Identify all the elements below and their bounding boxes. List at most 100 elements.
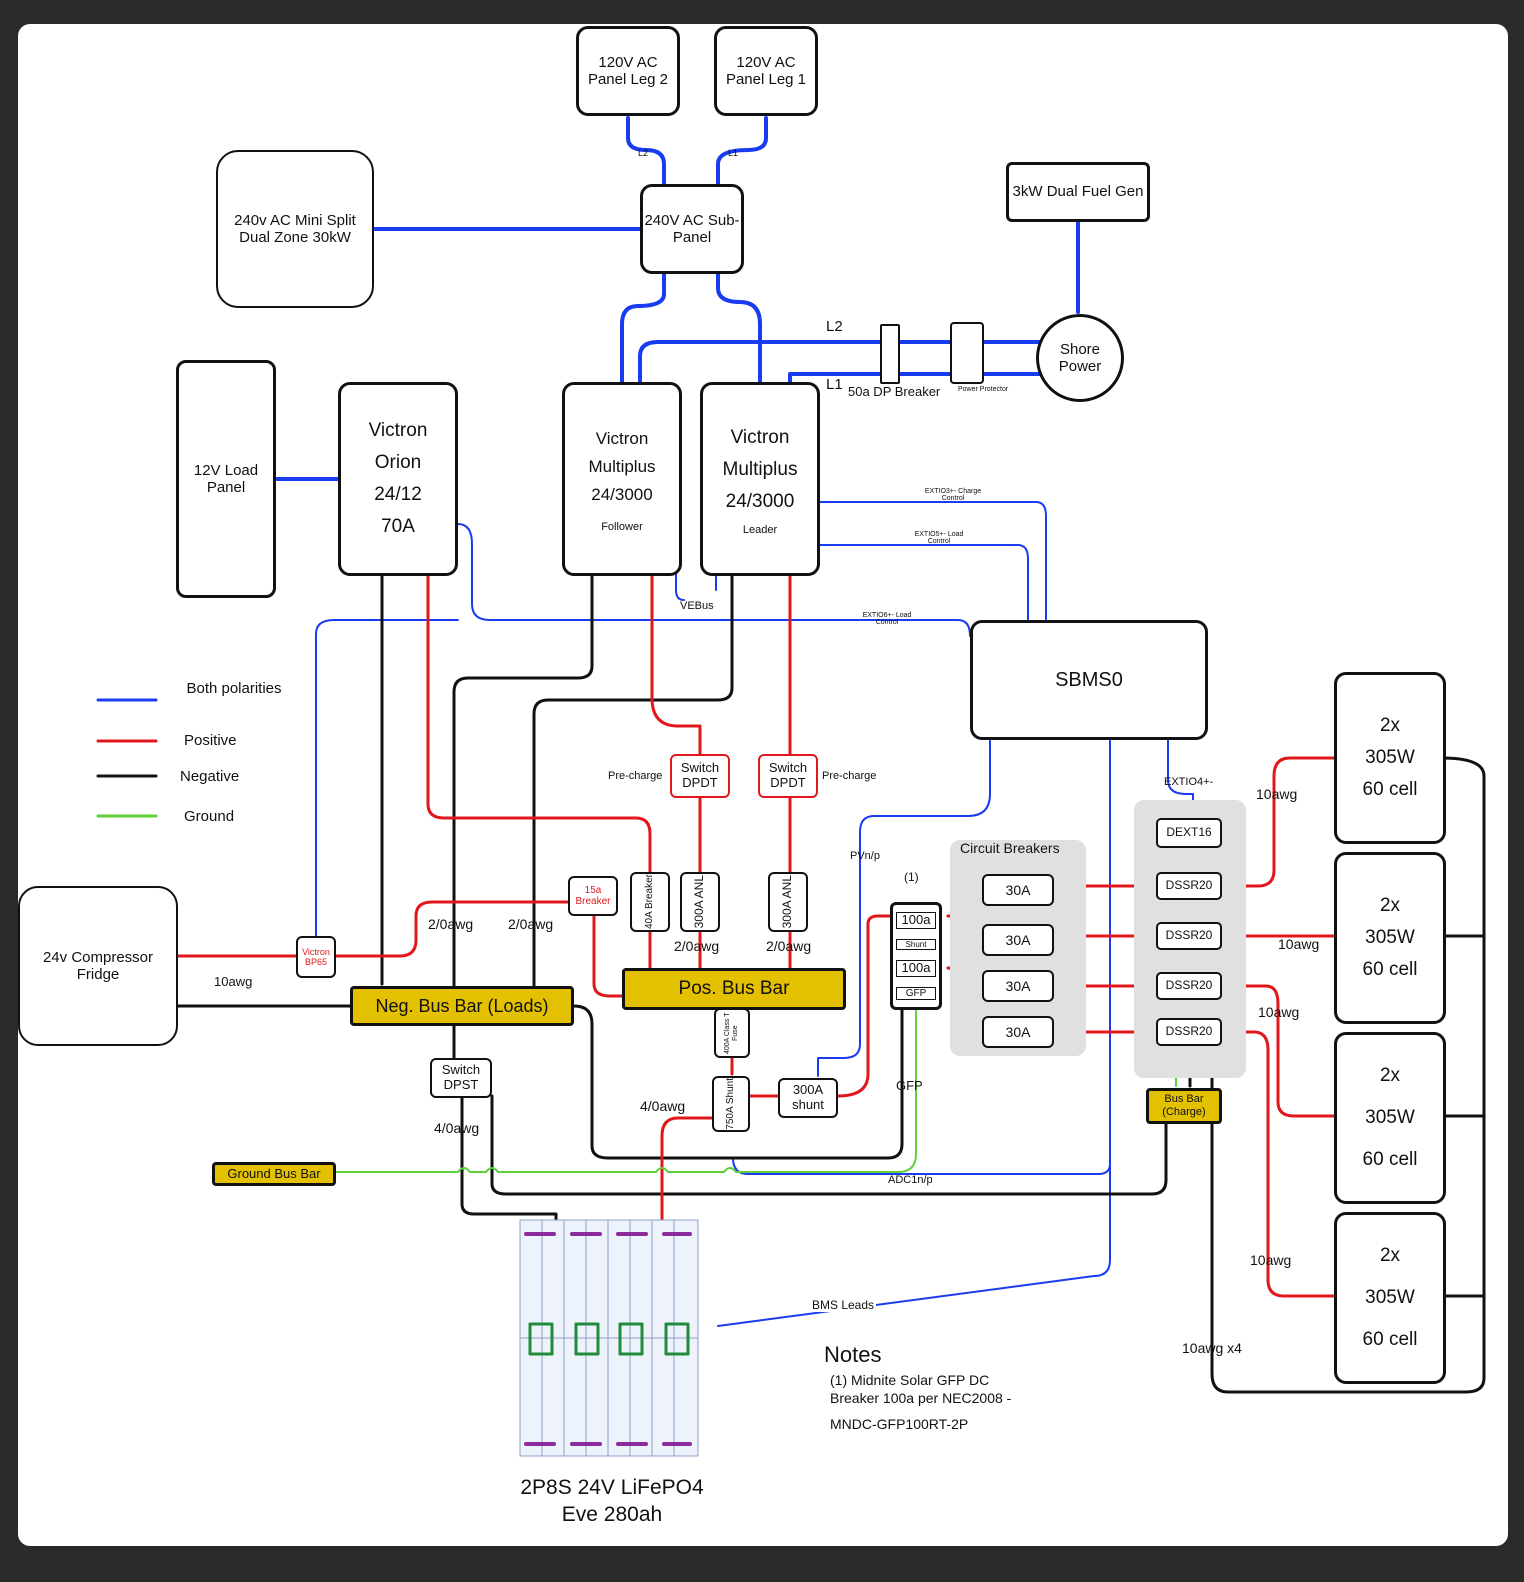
wire-label-10awg-s4: 10awg	[1250, 1252, 1292, 1268]
panel-leg2-box: 120V AC Panel Leg 2	[576, 26, 680, 116]
wire-dpst-charge	[490, 1094, 1168, 1196]
wire-label-l2: L2	[826, 318, 843, 335]
wire-label-extio6: EXTIO6+- Load Control	[862, 612, 912, 626]
wire-bms-leads	[717, 1163, 1111, 1327]
wire-leader-neg	[532, 572, 734, 988]
cb-30a-2: 30A	[982, 924, 1054, 956]
wire-layer	[96, 116, 1486, 1457]
load-panel-12v-box: 12V Load Panel	[176, 360, 276, 598]
battery-title: 2P8S 24V LiFePO4 Eve 280ah	[498, 1474, 726, 1529]
wire-follower-pos	[650, 572, 702, 756]
solar-3-line-1: 2x	[1379, 1065, 1401, 1087]
panel-leg1-box: 120V AC Panel Leg 1	[714, 26, 818, 116]
follower-line-3: 24/3000	[591, 484, 653, 504]
wire-label-pvnp: PVn/p	[850, 850, 880, 862]
generator-box: 3kW Dual Fuel Gen	[1006, 162, 1150, 222]
battery-pack-graphic	[519, 1219, 699, 1457]
wire-label-10awg-x4: 10awg x4	[1182, 1340, 1242, 1356]
dssr20-3: DSSR20	[1156, 972, 1222, 1000]
wiring-diagram: Both polarities Positive Negative Ground…	[18, 24, 1508, 1546]
gfp-100a-1: 100a	[896, 911, 936, 929]
leader-line-3: 24/3000	[725, 490, 795, 512]
wire-vebus-a	[675, 573, 685, 601]
notes-line-2: Breaker 100a per NEC2008 -	[830, 1390, 1012, 1406]
wire-l2	[638, 340, 1042, 384]
orion-line-2: Orion	[374, 452, 422, 474]
orion-line-1: Victron	[368, 420, 428, 442]
mini-split-box: 240v AC Mini Split Dual Zone 30kW	[216, 150, 374, 308]
notes-line-1: (1) Midnite Solar GFP DC	[830, 1372, 990, 1388]
anl-300a-1-label: 300A ANL	[692, 875, 707, 929]
wire-bp65-remote	[315, 619, 459, 937]
switch-dpdt-2-box: Switch DPDT	[758, 754, 818, 798]
wire-solar-neg-return	[1210, 756, 1486, 1394]
breaker-40a-label: 40A Breaker	[644, 874, 656, 930]
orion-box: Victron Orion 24/12 70A	[338, 382, 458, 576]
multiplus-follower-box: Victron Multiplus 24/3000 Follower	[562, 382, 682, 576]
wire-label-adc: ADC1n/p	[888, 1174, 933, 1186]
wire-dssr1-solar	[1220, 756, 1336, 888]
breaker-40a-box: 40A Breaker	[630, 872, 670, 932]
dp-breaker-label: 50a DP Breaker	[848, 384, 941, 399]
fridge-box: 24v Compressor Fridge	[18, 886, 178, 1046]
cb-30a-4: 30A	[982, 1016, 1054, 1048]
wire-label-l1: L1	[826, 376, 843, 393]
shunt-300a-box: 300A shunt	[778, 1078, 838, 1118]
solar-4-line-3: 60 cell	[1362, 1328, 1418, 1350]
wire-follower-neg	[452, 572, 594, 988]
power-protector-box	[950, 322, 984, 384]
sub-panel-box: 240V AC Sub-Panel	[640, 184, 744, 274]
wire-label-bms-leads: BMS Leads	[810, 1298, 877, 1312]
solar-array-1: 2x 305W 60 cell	[1334, 672, 1446, 844]
sbms-box: SBMS0	[970, 620, 1208, 740]
legend-both-label: Both polarities	[186, 680, 282, 697]
battery-title-line-1: 2P8S 24V LiFePO4	[520, 1476, 704, 1499]
anl-300a-1-box: 300A ANL	[680, 872, 720, 932]
wire-label-extio4: EXTIO4+-	[1164, 776, 1214, 788]
wire-sub-follower	[620, 272, 666, 384]
wire-sub-leader	[716, 272, 762, 384]
anl-300a-2-box: 300A ANL	[768, 872, 808, 932]
dssr20-4: DSSR20	[1156, 1018, 1222, 1046]
gfp-breaker-box: 100a Shunt 100a GFP	[890, 902, 942, 1010]
wire-label-10awg-s1: 10awg	[1256, 786, 1298, 802]
legend-ground-label: Ground	[184, 808, 235, 825]
wire-label-40awg-2: 4/0awg	[434, 1120, 480, 1136]
wire-orion-pos	[426, 572, 652, 876]
wire-battpos	[660, 1116, 714, 1138]
solar-3-line-2: 305W	[1365, 1107, 1415, 1129]
wire-label-gfp: GFP	[896, 1078, 923, 1093]
wire-bp65-15a	[334, 900, 570, 958]
follower-line-1: Victron	[595, 428, 649, 448]
ground-bus-bar: Ground Bus Bar	[212, 1162, 336, 1186]
wire-label-20awg-3: 2/0awg	[674, 938, 720, 954]
circuit-breakers-title: Circuit Breakers	[960, 840, 1060, 856]
shunt-750a-box: 750A Shunt	[712, 1076, 750, 1132]
solar-1-line-3: 60 cell	[1362, 778, 1418, 800]
wire-label-20awg-1: 2/0awg	[428, 916, 474, 932]
legend-negative-label: Negative	[180, 768, 240, 785]
dssr20-1: DSSR20	[1156, 872, 1222, 900]
solar-1-line-1: 2x	[1379, 715, 1401, 737]
solar-2-line-2: 305W	[1365, 927, 1415, 949]
battery-title-line-2: Eve 280ah	[561, 1503, 663, 1527]
wire-label-10awg-fridge: 10awg	[214, 974, 253, 989]
wire-label-l2-top: L2	[638, 148, 649, 158]
multiplus-leader-box: Victron Multiplus 24/3000 Leader	[700, 382, 820, 576]
wire-pvnp	[817, 737, 991, 1077]
shunt-750a-label: 750A Shunt	[725, 1078, 737, 1130]
cb-30a-3: 30A	[982, 970, 1054, 1002]
solar-3-line-3: 60 cell	[1362, 1148, 1418, 1170]
gfp-100a-2: 100a	[896, 959, 936, 977]
anl-300a-2-label: 300A ANL	[780, 875, 795, 929]
wire-label-precharge-2: Pre-charge	[822, 770, 877, 782]
breaker-15a-box: 15a Breaker	[568, 876, 618, 916]
neg-bus-bar: Neg. Bus Bar (Loads)	[350, 986, 574, 1026]
solar-4-line-1: 2x	[1379, 1245, 1401, 1267]
wire-label-l1-top: L1	[728, 148, 739, 158]
leader-line-1: Victron	[730, 426, 790, 448]
follower-line-2: Multiplus	[588, 456, 656, 476]
follower-role: Follower	[601, 520, 643, 533]
gfp-shunt: Shunt	[896, 938, 936, 950]
pos-bus-bar: Pos. Bus Bar	[622, 968, 846, 1010]
